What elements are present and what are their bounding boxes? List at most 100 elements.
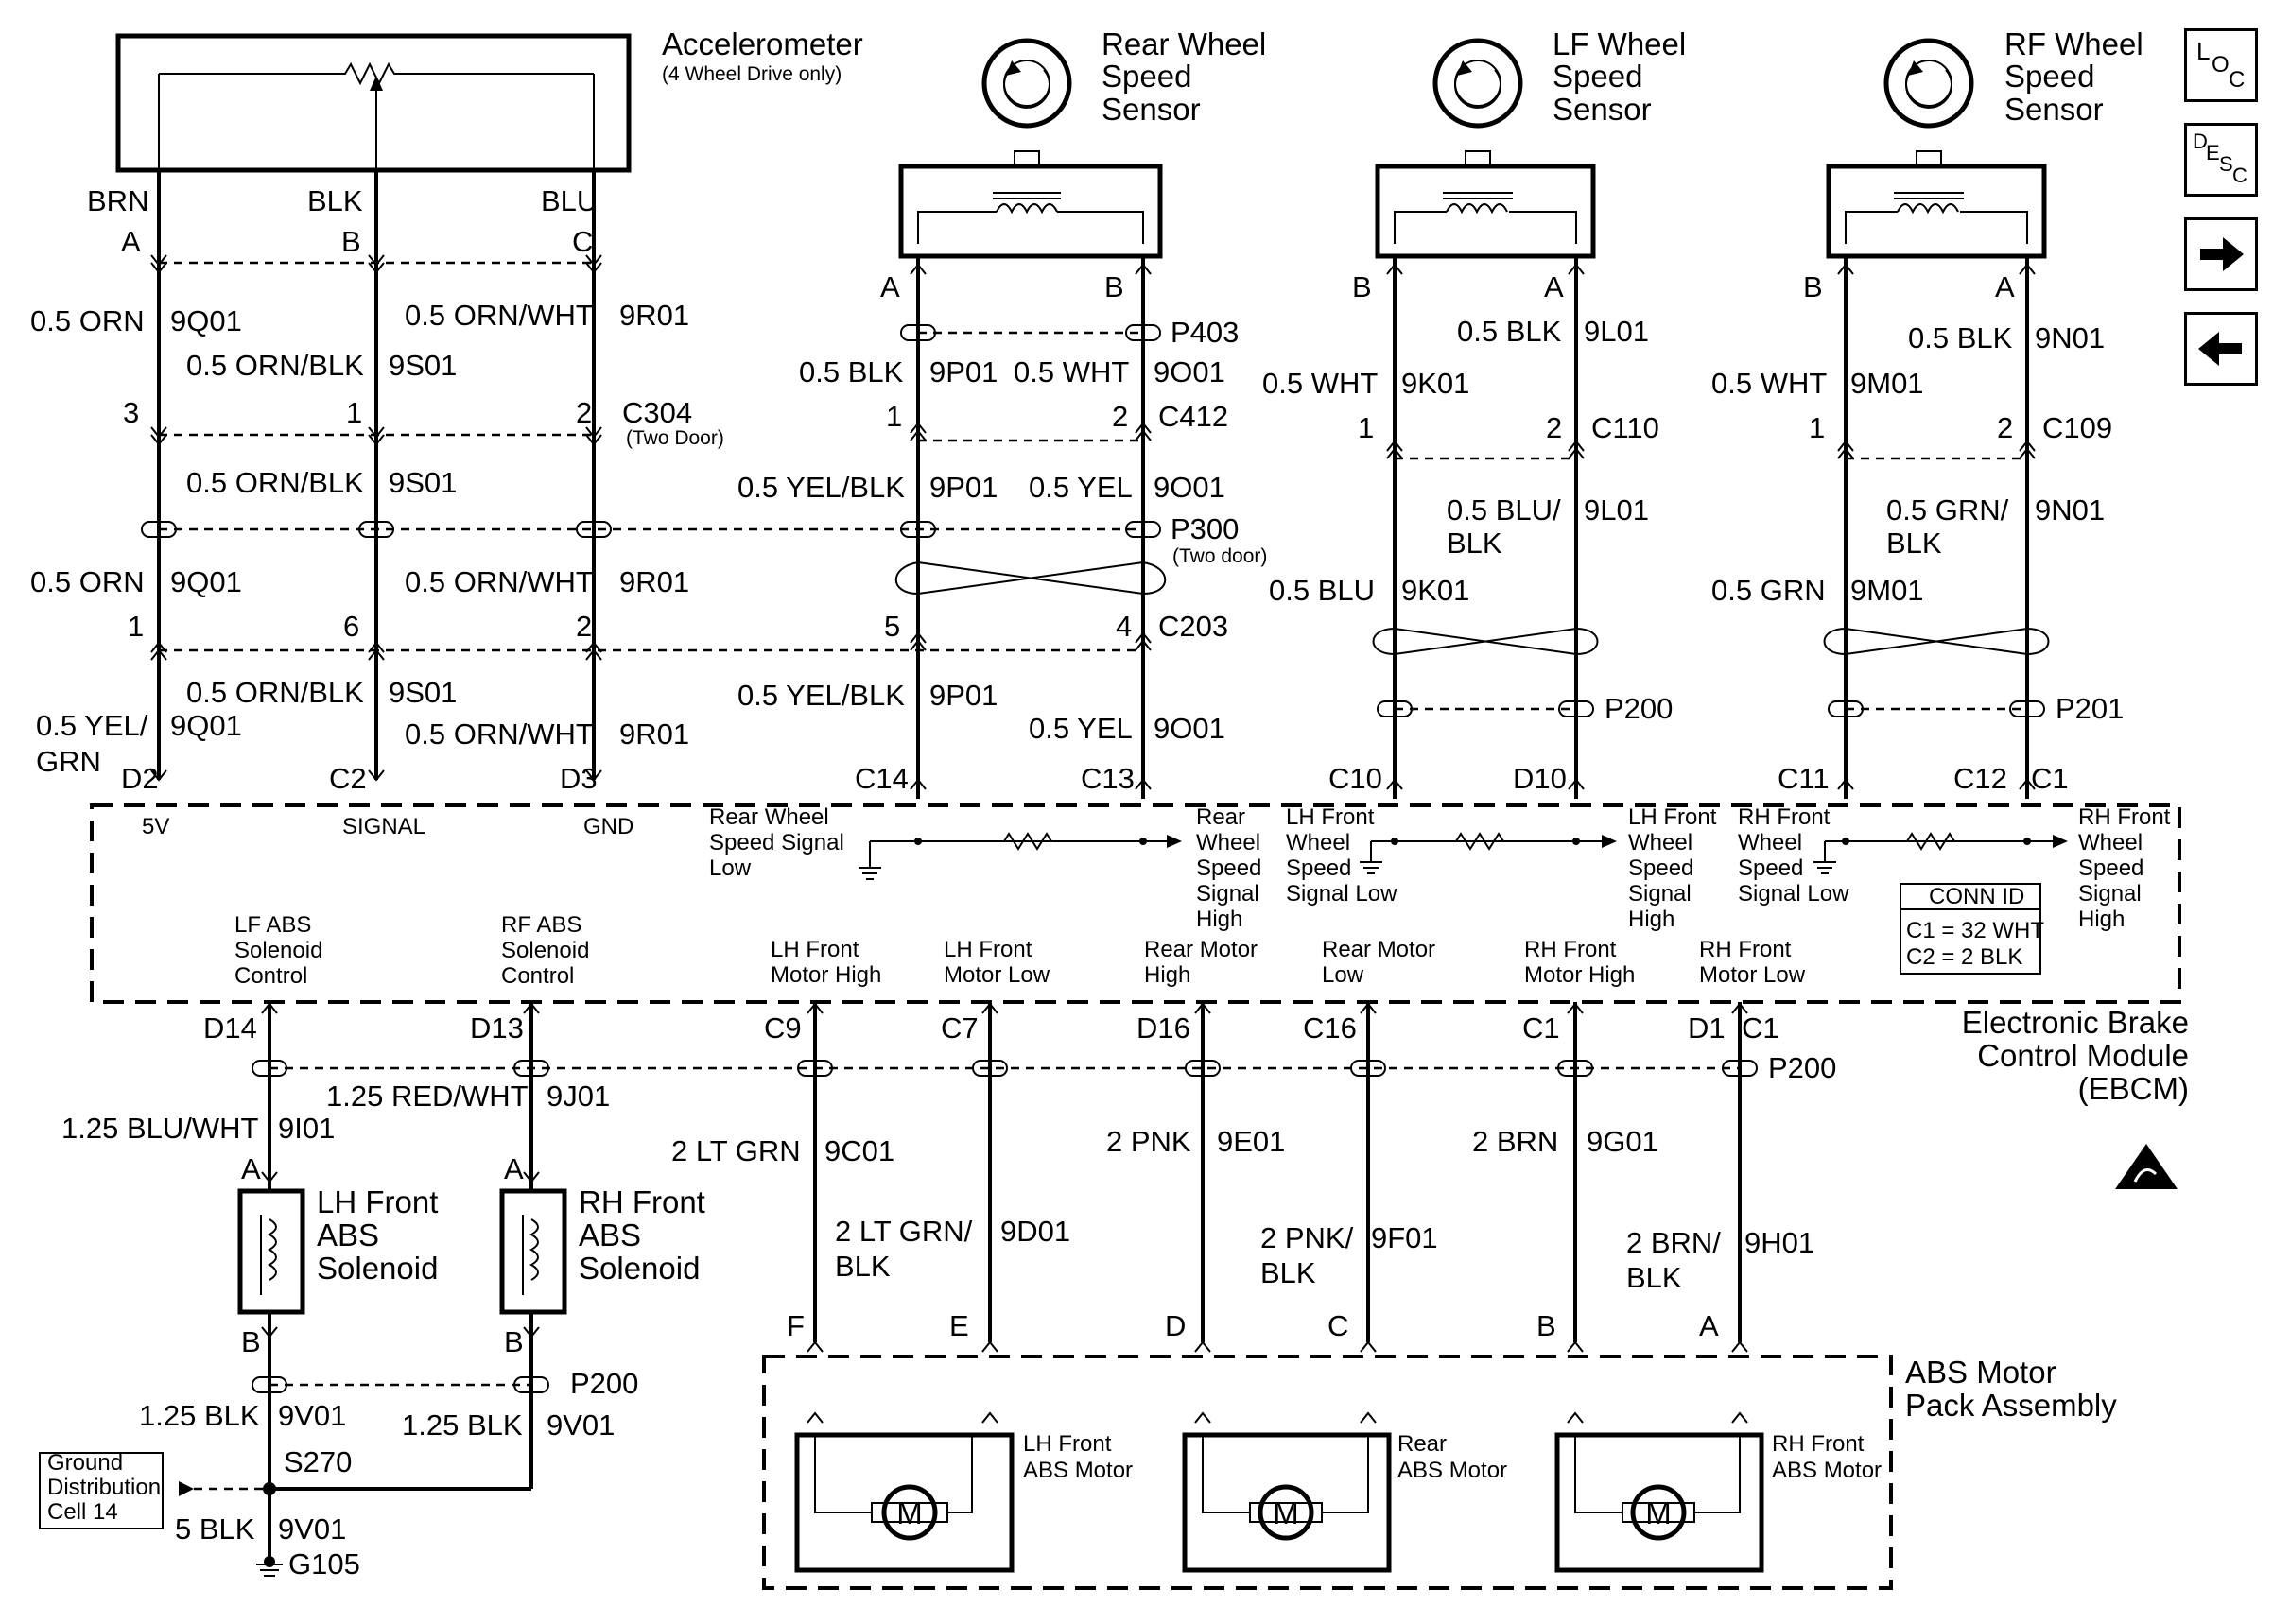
wire-label: 2 PNK — [1106, 1125, 1191, 1158]
ebcm-circuit-label: RH Front — [1699, 937, 1792, 962]
wire-label: 0.5 BLU — [1269, 574, 1375, 607]
wire-label: 9O01 — [1154, 712, 1225, 745]
loc-text: L — [2196, 37, 2211, 65]
wire-label: BLK — [835, 1250, 891, 1283]
wire-label: 1 — [1809, 411, 1825, 444]
rh-motor-title-1: RH Front — [1772, 1431, 1865, 1457]
wire-label: D — [1165, 1309, 1186, 1342]
wire-label: 9R01 — [619, 717, 689, 751]
next-page-button[interactable] — [2184, 217, 2258, 291]
wire-label: 9N01 — [2035, 321, 2105, 354]
wire-label: 9R01 — [619, 299, 689, 332]
wire-label: C14 — [855, 762, 909, 795]
ebcm-circuit-label: Signal Low — [1738, 881, 1849, 907]
ebcm-circuit-label: Motor High — [771, 962, 881, 988]
ebcm-circuit-label: Wheel — [1738, 830, 1802, 855]
wire-label: 2 — [1112, 400, 1128, 433]
wire-label: C1 — [1522, 1011, 1560, 1045]
wire-label: 9G01 — [1587, 1125, 1658, 1158]
wire-label: 0.5 YEL/ — [36, 709, 148, 742]
ebcm-circuit-label: Control — [501, 963, 574, 989]
conn-p200-lf: P200 — [1605, 692, 1673, 725]
wire-label: 9O01 — [1154, 471, 1225, 504]
conn-c412: C412 — [1158, 400, 1228, 433]
ebcm-circuit-label: Motor Low — [1699, 962, 1806, 988]
wire-label: D10 — [1513, 762, 1567, 795]
ebcm-circuit-label: LF ABS — [234, 912, 311, 938]
wire-label: D14 — [203, 1011, 257, 1045]
accelerometer-title: Accelerometer — [662, 26, 863, 61]
pin-markers-lower — [261, 1002, 1748, 1424]
wire-label: A — [504, 1152, 524, 1185]
ebcm-circuit-label: Rear Motor — [1144, 937, 1258, 962]
rh-solenoid-title-1: RH Front — [579, 1184, 705, 1219]
wire-label: 9R01 — [619, 565, 689, 598]
lh-motor-title-2: ABS Motor — [1023, 1458, 1133, 1483]
wire-label: BLK — [1260, 1256, 1316, 1289]
nav-buttons: L O C D E S C — [2184, 28, 2258, 386]
wire-label: D16 — [1136, 1011, 1190, 1045]
ground-dist-3: Cell 14 — [47, 1499, 118, 1525]
wire-label: D2 — [121, 762, 159, 795]
ebcm-circuit-label: Rear Wheel — [709, 804, 829, 830]
wire-label: B — [1803, 270, 1823, 303]
rf-sensor-title-2: Speed — [2004, 59, 2094, 94]
ground-dist-2: Distribution — [47, 1475, 161, 1500]
esd-warning-icon — [2115, 1144, 2178, 1189]
wire-label: 0.5 YEL/BLK — [737, 471, 905, 504]
accelerometer: Accelerometer (4 Wheel Drive only) — [115, 26, 863, 250]
wire-label: 0.5 YEL — [1029, 712, 1133, 745]
ebcm-circuit-label: High — [2078, 907, 2125, 932]
connector-ids: C304 (Two Door) P403 C412 P300 (Two door… — [284, 316, 2124, 1581]
rear-motor-title-1: Rear — [1397, 1431, 1447, 1457]
wire-label: 3 — [123, 396, 139, 429]
conn-p403: P403 — [1171, 316, 1239, 349]
wire-label: 9K01 — [1401, 367, 1469, 400]
wire-label: 9K01 — [1401, 574, 1469, 607]
ebcm-circuit-label: Low — [709, 855, 752, 881]
wire-label: C — [1327, 1309, 1348, 1342]
wire-label: C10 — [1328, 762, 1382, 795]
wire-label: D1 — [1688, 1011, 1726, 1045]
conn-p200-ebcm: P200 — [1768, 1051, 1836, 1084]
wire-label: A — [880, 270, 900, 303]
loc-button[interactable]: L O C — [2184, 28, 2258, 102]
ebcm-title-1: Electronic Brake — [1962, 1005, 2189, 1040]
rear-motor-title-2: ABS Motor — [1397, 1458, 1507, 1483]
wire-label: 0.5 YEL/BLK — [737, 679, 905, 712]
lh-solenoid-title-1: LH Front — [317, 1184, 438, 1219]
wire-label: 9Q01 — [170, 304, 242, 337]
rh-front-abs-motor: M RH Front ABS Motor — [1554, 1431, 1882, 1573]
ebcm-circuit-label: RH Front — [2078, 804, 2171, 830]
lh-solenoid-title-3: Solenoid — [317, 1251, 438, 1286]
wire-label: D3 — [560, 762, 598, 795]
rear-sensor-gear-icon — [981, 38, 1072, 167]
wire-label: A — [1544, 270, 1564, 303]
wire-label: 2 PNK/ — [1260, 1221, 1354, 1254]
ebcm-title-3: (EBCM) — [2078, 1071, 2189, 1106]
motor-pack-title-2: Pack Assembly — [1905, 1388, 2117, 1423]
desc-e: E — [2206, 141, 2220, 164]
wire-label: 9M01 — [1850, 574, 1924, 607]
ebcm-circuit-label: RF ABS — [501, 912, 581, 938]
lf-sensor-title-3: Sensor — [1553, 92, 1652, 127]
abs-motor-pack-box — [762, 1355, 1893, 1590]
rh-front-abs-solenoid: RH Front ABS Solenoid — [499, 1184, 705, 1315]
rear-sensor-title-3: Sensor — [1102, 92, 1201, 127]
desc-button[interactable]: D E S C — [2184, 123, 2258, 197]
prev-page-button[interactable] — [2184, 312, 2258, 386]
wire-label: 9P01 — [929, 679, 998, 712]
wire-label: 9Q01 — [170, 709, 242, 742]
ebcm-circuit-label: Signal — [2078, 881, 2142, 907]
ebcm-circuit-label: Rear Motor — [1322, 937, 1435, 962]
ebcm-gnd: GND — [583, 814, 633, 839]
wire-label: C1 — [2031, 762, 2069, 795]
wire-label: 0.5 WHT — [1711, 367, 1827, 400]
lf-sensor-title-1: LF Wheel — [1553, 26, 1686, 61]
wire-label: 2 LT GRN — [671, 1134, 801, 1167]
desc-d: D — [2193, 130, 2208, 153]
wire-label: C16 — [1303, 1011, 1357, 1045]
ebcm-circuit-label: Speed — [2078, 855, 2143, 881]
wire-label: 2 LT GRN/ — [835, 1215, 973, 1248]
